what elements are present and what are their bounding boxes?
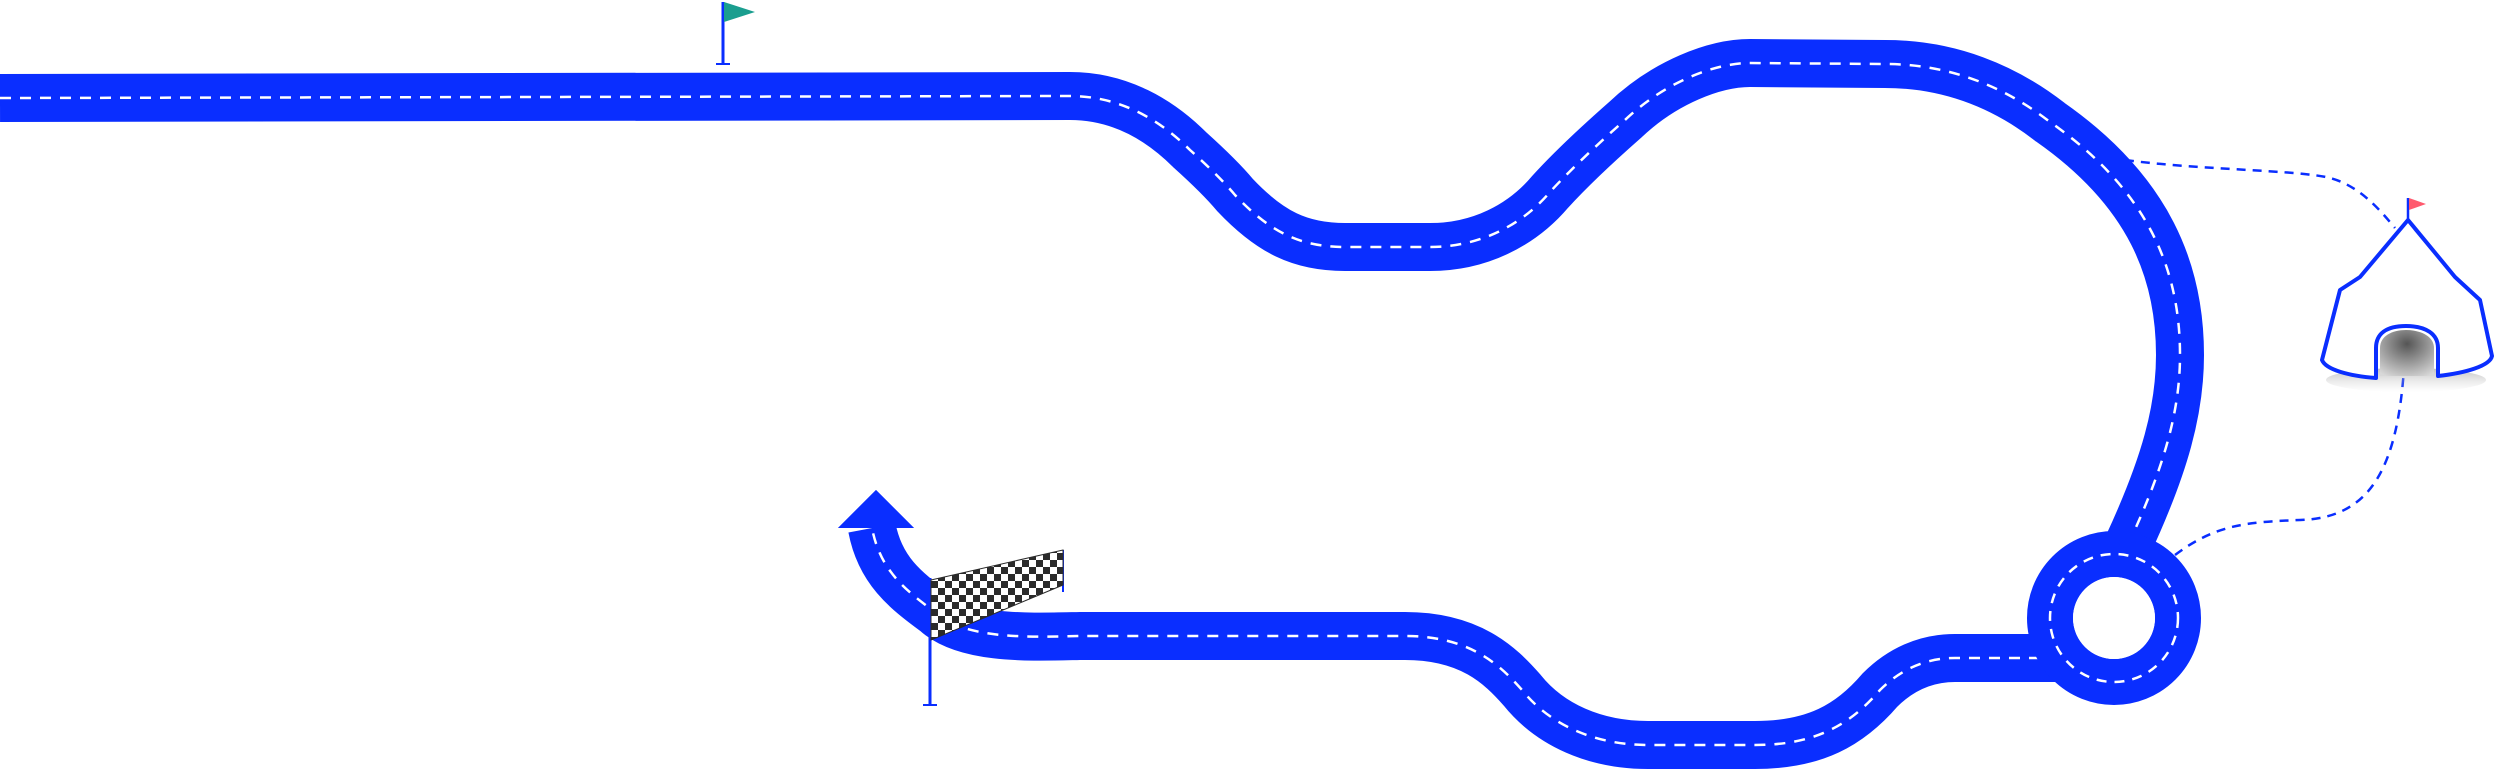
tent-icon (2320, 198, 2494, 392)
road-main-lane-marking (0, 61, 2182, 546)
connector-dashed-upper (2124, 158, 2396, 229)
road-main (0, 39, 2204, 556)
arrow-head-shape (838, 490, 914, 528)
connector-dashed-lower (2174, 349, 2407, 557)
roundabout-icon (2027, 531, 2201, 705)
start-flag-icon (716, 2, 755, 65)
checkered-flag-icon (923, 549, 1064, 706)
